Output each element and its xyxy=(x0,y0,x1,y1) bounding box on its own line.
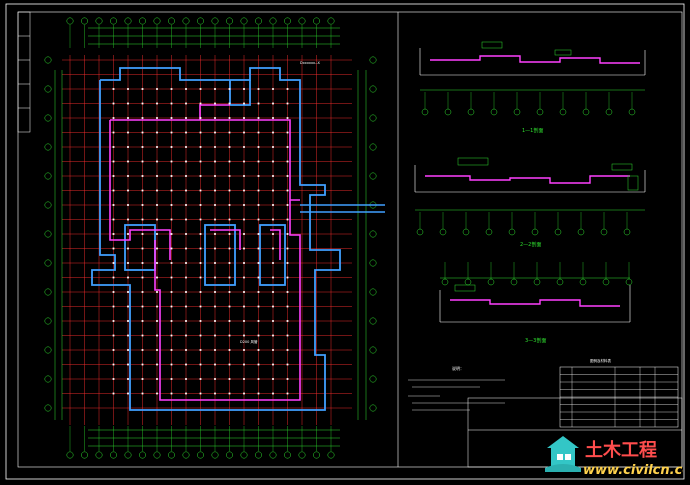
section-axis-bubbles xyxy=(416,92,636,286)
section-3-title: 3—3剖面 xyxy=(525,337,546,344)
plan-top-label: Dxxxxxx--X xyxy=(300,61,320,65)
notes-title: 说明： xyxy=(452,365,464,371)
house-logo-icon xyxy=(545,436,581,472)
sheet-inner-frame xyxy=(17,11,683,468)
plan-columns xyxy=(112,88,289,395)
plan-ducts xyxy=(109,104,385,401)
plan-grid-lines xyxy=(62,55,352,425)
notes-block: 说明： xyxy=(408,365,505,411)
legend-title: 图例及材料表 xyxy=(590,358,611,363)
legend-table: 图例及材料表 xyxy=(559,358,679,428)
sheet-outer-frame xyxy=(5,3,685,480)
section-3-3: 3—3剖面 xyxy=(439,277,631,344)
plan-duct-label: D200 风管 xyxy=(240,339,258,344)
binding-strip xyxy=(17,11,31,133)
watermark: 土木工程 www.civilcn.com xyxy=(543,430,690,478)
section-2-title: 2—2剖面 xyxy=(520,241,541,248)
plan-dimension-lines xyxy=(44,17,377,459)
watermark-graphic: 土木工程 www.civilcn.com xyxy=(545,436,690,478)
section-2-2: 2—2剖面 xyxy=(414,157,646,248)
watermark-logo-text: 土木工程 xyxy=(585,439,657,461)
watermark-url: www.civilcn.com xyxy=(583,463,683,478)
section-1-1: 1—1剖面 xyxy=(419,41,646,134)
plan-walls xyxy=(91,67,341,411)
section-1-title: 1—1剖面 xyxy=(522,127,543,134)
